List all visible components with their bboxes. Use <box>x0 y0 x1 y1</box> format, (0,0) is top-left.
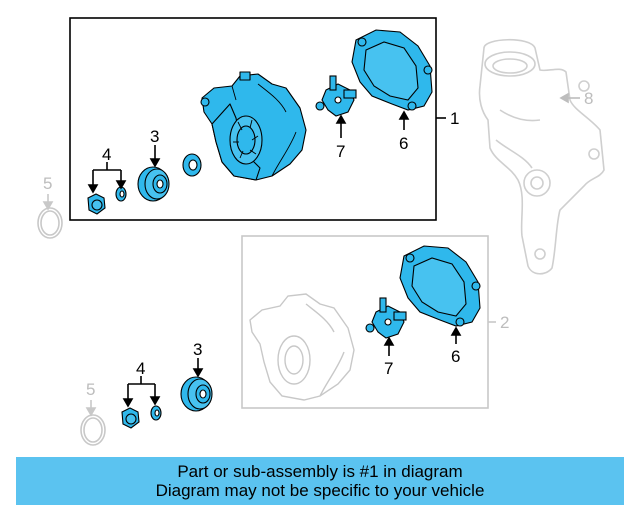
callout-8: 8 <box>584 89 593 108</box>
washer-part-4[interactable] <box>115 186 127 202</box>
callout-4-lower: 4 <box>136 359 145 378</box>
callout-leader-4-lower <box>122 376 161 408</box>
pulley-part-3-lower[interactable] <box>180 376 213 412</box>
snap-ring-part-5-lower[interactable] <box>80 414 106 446</box>
callout-6-top: 6 <box>399 134 408 153</box>
pulley-part-3[interactable] <box>137 166 170 202</box>
callout-leader-5-top <box>42 194 54 211</box>
callout-leader-6-lower <box>450 326 462 344</box>
washer-part-4-lower[interactable] <box>150 405 162 421</box>
snap-ring-part-5-top[interactable] <box>37 207 63 239</box>
callout-4-top: 4 <box>102 145 111 164</box>
callout-6-lower: 6 <box>451 347 460 366</box>
info-banner: Part or sub-assembly is #1 in diagram Di… <box>16 457 624 505</box>
callout-leader-5-lower <box>85 400 97 417</box>
callout-1: 1 <box>450 109 459 128</box>
rear-cover-part-6[interactable] <box>351 29 433 111</box>
banner-line-1: Part or sub-assembly is #1 in diagram <box>177 462 463 481</box>
callout-leader-4-top <box>87 162 127 194</box>
spacer-ring[interactable] <box>182 153 202 177</box>
callout-leader-7-top <box>335 114 347 138</box>
callout-5-lower: 5 <box>86 380 95 399</box>
callout-7-lower: 7 <box>384 359 393 378</box>
callout-leader-8 <box>559 92 580 104</box>
banner-line-2: Diagram may not be specific to your vehi… <box>155 481 485 500</box>
callout-3-top: 3 <box>150 127 159 146</box>
mounting-bracket-part-8[interactable] <box>478 38 605 275</box>
voltage-regulator-part-7[interactable] <box>315 75 357 117</box>
callout-leader-3-top <box>149 145 161 168</box>
callout-2: 2 <box>500 313 509 332</box>
nut-part-4[interactable] <box>87 193 106 215</box>
callout-7-top: 7 <box>336 142 345 161</box>
callout-leader-7-lower <box>383 336 395 356</box>
callout-leader-3-lower <box>192 358 204 378</box>
assembly-1-frame <box>69 17 437 221</box>
nut-part-4-lower[interactable] <box>121 407 140 429</box>
voltage-regulator-part-7-lower[interactable] <box>365 297 407 339</box>
callout-leader-6-top <box>398 110 410 130</box>
alternator-ghost[interactable] <box>249 293 355 401</box>
rear-cover-part-6-lower[interactable] <box>399 245 481 327</box>
callout-5-top: 5 <box>43 174 52 193</box>
callout-3-lower: 3 <box>193 340 202 359</box>
alternator-highlighted[interactable] <box>200 71 307 181</box>
